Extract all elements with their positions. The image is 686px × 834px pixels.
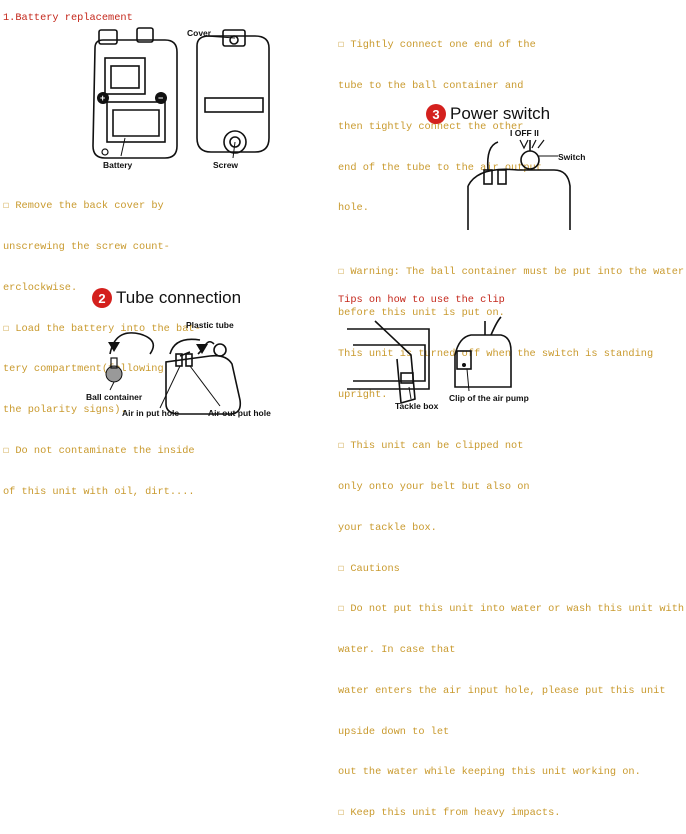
battery-replacement-figure: + − Cover Battery Screw (92, 27, 270, 170)
pump-clip-illustration (454, 316, 512, 388)
instruction-line: ☐ This unit can be clipped not (338, 440, 524, 453)
warning-text: ☐ Warning: The ball container must be pu… (338, 239, 684, 416)
section-3-number-badge: 3 (426, 104, 446, 124)
instruction-line: hole. (338, 202, 369, 215)
clip-label: Clip of the air pump (449, 393, 529, 403)
section-1-title: 1.Battery replacement (3, 12, 133, 24)
instruction-line: ☐ Tightly connect one end of the (338, 39, 536, 52)
switch-positions-label: I OFF II (510, 128, 539, 138)
warning-line: upright. (338, 388, 388, 401)
instruction-line: then tightly connect the other (338, 120, 524, 133)
instruction-line: the polarity signs). (3, 404, 127, 417)
section-2-number-badge: 2 (92, 288, 112, 308)
section-2-title: Tube connection (116, 288, 242, 307)
section-3-title: Power switch (450, 104, 551, 123)
battery-label: Battery (103, 160, 133, 170)
instruction-line: upside down to let (338, 725, 450, 738)
arrow-down-icon (108, 342, 120, 352)
instruction-line: ☐ Do not contaminate the inside (3, 444, 195, 457)
instruction-line: of this unit with oil, dirt.... (3, 485, 195, 498)
plastic-tube-loop (109, 332, 155, 355)
tube-connection-figure: Plastic tube Ball container Air in put h… (86, 320, 271, 418)
instruction-line: water. In case that (338, 644, 456, 657)
ball-container-label: Ball container (86, 392, 143, 402)
pump-top-illustration (467, 140, 571, 230)
tips-title: Tips on how to use the clip (338, 294, 505, 306)
switch-label: Switch (558, 152, 585, 162)
warning-line: before this unit is put on. (338, 306, 505, 319)
warning-line: ☐ Warning: The ball container must be pu… (338, 266, 685, 279)
instruction-line: your tackle box. (338, 521, 437, 534)
instruction-line: ☐ Load the battery into the bat- (3, 322, 201, 335)
instruction-line: ☐ Keep this unit from heavy impacts. (338, 807, 561, 820)
instruction-line: water enters the air input hole, please … (338, 684, 666, 697)
tackle-box-label: Tackle box (395, 401, 439, 411)
unit-body-illustration (92, 27, 178, 159)
instruction-line: ☐ Remove the back cover by (3, 200, 164, 213)
air-pump-body (165, 354, 242, 415)
section-2-heading: 2 Tube connection (92, 288, 241, 308)
plus-terminal-icon (97, 92, 109, 104)
section-3-heading: 3 Power switch (426, 104, 550, 124)
clip-instructions: ☐ This unit can be clipped not only onto… (338, 413, 684, 834)
tackle-box-illustration (347, 320, 430, 405)
air-in-label: Air in put hole (122, 408, 179, 418)
instruction-line: ☐ Do not put this unit into water or was… (338, 603, 685, 616)
instruction-line: tube to the ball container and (338, 79, 524, 92)
power-switch-figure: I OFF II Switch (467, 128, 585, 230)
clip-usage-figure: Tackle box Clip of the air pump (347, 316, 529, 411)
instruction-line: erclockwise. (3, 281, 78, 294)
instruction-line: tery compartment(following (3, 363, 164, 376)
svg-text:+: + (100, 93, 105, 103)
arrow-down-icon (196, 344, 208, 354)
air-out-label: Air out put hole (208, 408, 271, 418)
screw-label: Screw (213, 160, 238, 170)
cover-label: Cover (187, 28, 212, 38)
minus-terminal-icon (155, 92, 167, 104)
plastic-tube-label: Plastic tube (186, 320, 234, 330)
instruction-line: out the water while keeping this unit wo… (338, 766, 641, 779)
instruction-line: ☐ Cautions (338, 562, 400, 575)
battery-instructions: ☐ Remove the back cover by unscrewing th… (3, 173, 201, 513)
back-cover-illustration (196, 29, 270, 154)
instruction-line: only onto your belt but also on (338, 480, 530, 493)
instruction-line: unscrewing the screw count- (3, 240, 170, 253)
svg-text:−: − (158, 93, 163, 103)
